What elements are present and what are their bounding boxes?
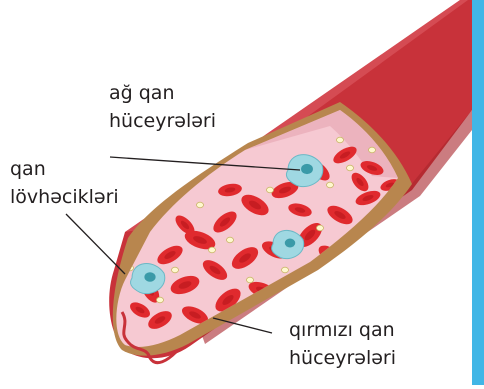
leader-line-platelets	[66, 214, 125, 274]
platelets-label-line-2: lövhəcikləri	[10, 183, 119, 211]
platelet-icon	[172, 267, 179, 273]
platelet-icon	[282, 267, 289, 273]
platelet-icon	[317, 225, 324, 231]
white-cells-label-line-2: hüceyrələri	[109, 107, 216, 135]
platelet-icon	[327, 182, 334, 188]
platelet-icon	[157, 297, 164, 303]
white-cells-label-line-1: ağ qan	[109, 79, 216, 107]
platelets-label-line-1: qan	[10, 155, 119, 183]
red-blood-cell-center	[266, 307, 278, 317]
red-cells-label-line-1: qırmızı qan	[289, 316, 396, 344]
red-blood-cells-label: qırmızı qan hüceyrələri	[289, 316, 396, 372]
platelet-icon	[347, 165, 354, 171]
side-accent-bar	[472, 0, 484, 385]
platelet-icon	[267, 187, 274, 193]
platelets-label: qan lövhəcikləri	[10, 155, 119, 211]
white-blood-cell-nucleus	[144, 272, 155, 282]
white-blood-cells-label: ağ qan hüceyrələri	[109, 79, 216, 135]
platelet-icon	[337, 137, 344, 143]
platelet-icon	[209, 247, 216, 253]
platelet-icon	[369, 147, 376, 153]
platelet-icon	[247, 277, 254, 283]
white-blood-cell-nucleus	[301, 164, 313, 174]
platelet-icon	[227, 237, 234, 243]
red-cells-label-line-2: hüceyrələri	[289, 344, 396, 372]
white-blood-cell-nucleus	[285, 239, 296, 248]
platelet-icon	[197, 202, 204, 208]
